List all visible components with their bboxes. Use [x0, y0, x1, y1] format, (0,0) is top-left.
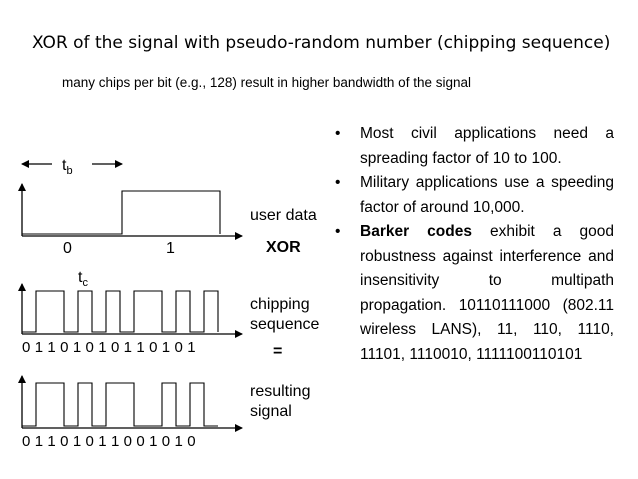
tc-label: tc — [78, 269, 88, 289]
bullet-list: Most civil applications need a spreading… — [330, 122, 614, 367]
bullet-text: Most civil applications need a spreading… — [360, 125, 614, 167]
user-data-waveform — [22, 190, 221, 235]
chipping-label-line-1: chipping — [250, 296, 310, 313]
bullet-item: Most civil applications need a spreading… — [330, 122, 614, 171]
bullet-item: Military applications use a speeding fac… — [330, 171, 614, 220]
result-bits: 0 1 1 0 1 0 1 1 0 0 1 0 1 0 — [22, 433, 196, 450]
result-waveform — [22, 382, 218, 427]
bullet-item: Barker codes exhibit a good robustness a… — [330, 220, 614, 367]
bullet-text: exhibit a good robustness against interf… — [360, 223, 614, 363]
chipping-bits: 0 1 1 0 1 0 1 0 1 1 0 1 0 1 — [22, 339, 196, 356]
result-label-line-2: signal — [250, 403, 292, 420]
slide-title: XOR of the signal with pseudo-random num… — [32, 33, 611, 53]
bullet-bold-term: Barker codes — [360, 223, 472, 240]
equals-label: = — [273, 343, 282, 360]
user-data-bit-1: 1 — [166, 240, 175, 257]
result-label-line-1: resulting — [250, 383, 310, 400]
xor-label: XOR — [266, 239, 301, 256]
user-data-bit-0: 0 — [63, 240, 72, 257]
user-data-label: user data — [250, 207, 317, 224]
slide-subtitle: many chips per bit (e.g., 128) result in… — [62, 75, 471, 90]
xor-signal-diagram: tb 0 1 user data XOR tc 0 1 1 0 1 0 1 0 … — [18, 157, 319, 450]
tb-label: tb — [62, 157, 73, 177]
chipping-label-line-2: sequence — [250, 316, 319, 333]
chipping-waveform — [22, 290, 219, 333]
bullet-text: Military applications use a speeding fac… — [360, 174, 614, 216]
